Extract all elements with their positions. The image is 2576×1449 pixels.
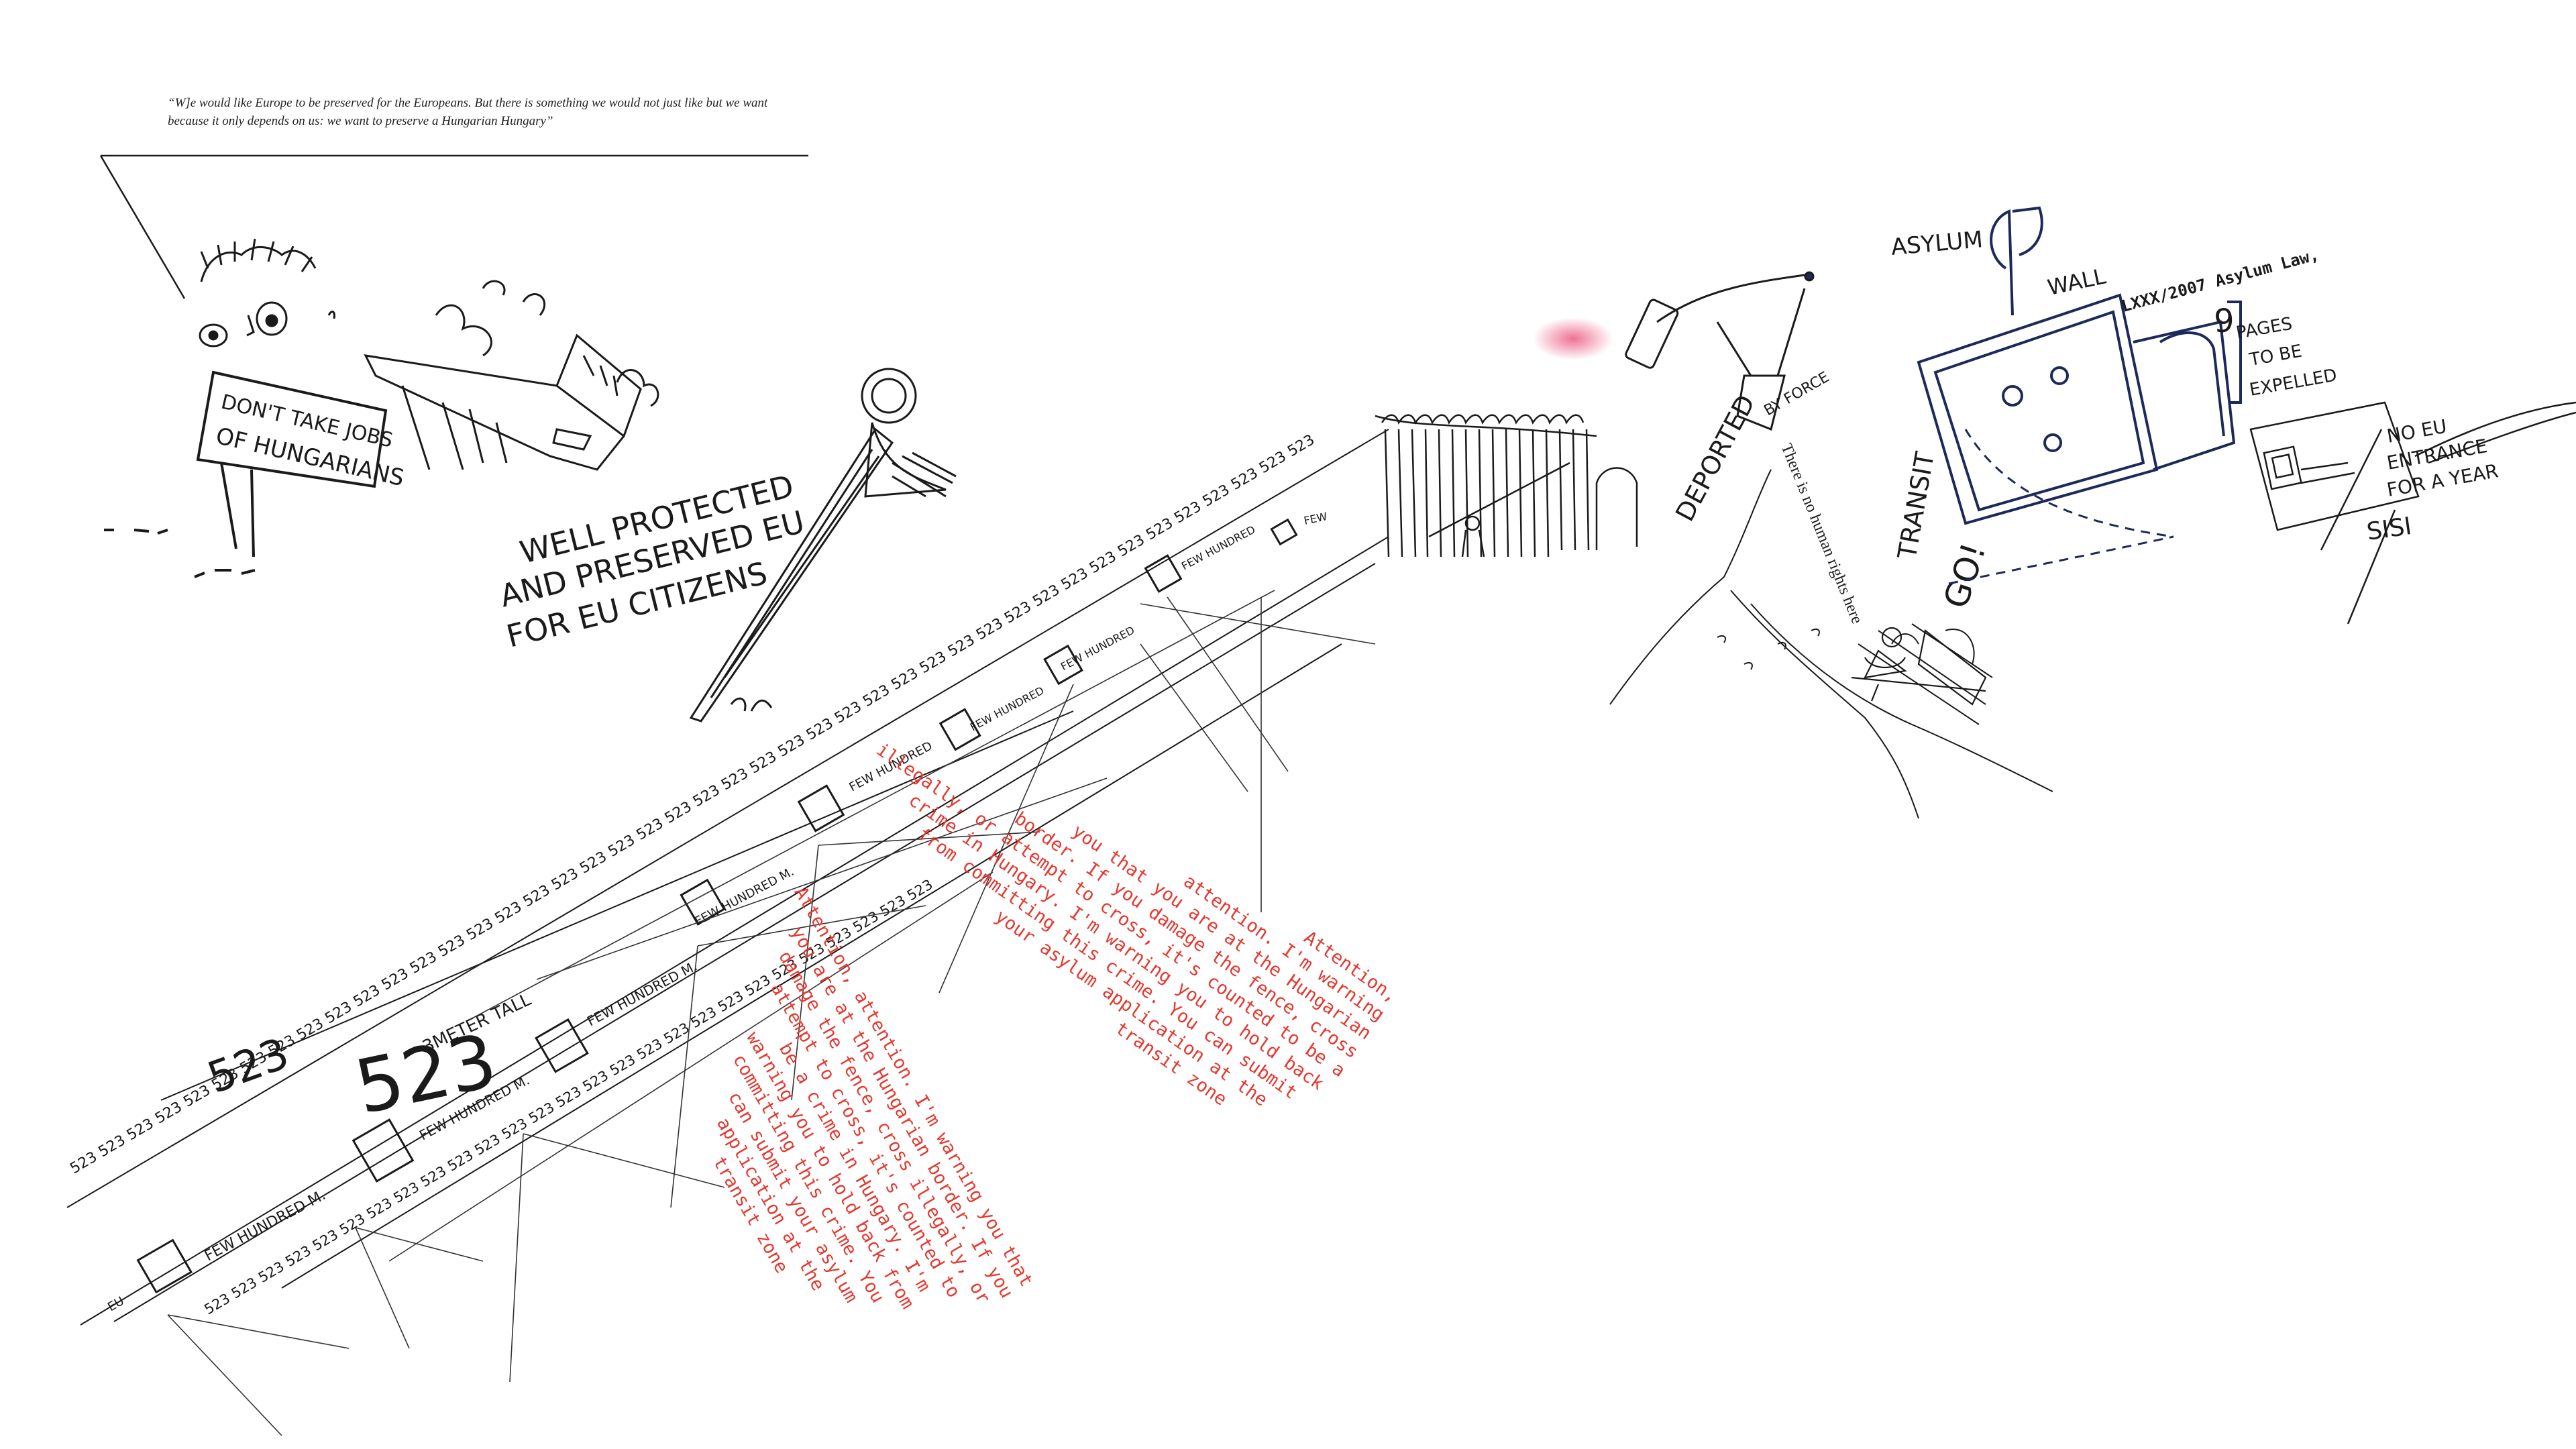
fence-posts [136, 518, 1298, 1294]
migrants-drawing [1851, 627, 1987, 706]
sisi-label: SISI [2365, 513, 2414, 546]
few-hundred-label-8: FEW HUNDRED [1179, 523, 1257, 573]
eu-label: EU [105, 1294, 127, 1314]
house-drawing [364, 280, 659, 471]
border-fence-drawing [1375, 414, 1638, 557]
number-big-mid: 523 [348, 1018, 504, 1131]
no-rights-label: There is no human rights here [1777, 441, 1866, 627]
few-label: FEW [1303, 510, 1328, 527]
warning-lower: Attention, attention. I'm warning you th… [708, 883, 1036, 1313]
tower-drawing [689, 368, 957, 722]
jobs-sign-drawing [104, 370, 388, 578]
pages-line1: PAGES [2235, 314, 2294, 343]
asylum-building-drawing [1917, 206, 2242, 525]
quote-pointer [99, 154, 808, 299]
transit-label: TRANSIT [1892, 449, 1940, 562]
deported-label: DEPORTED [1670, 390, 1761, 526]
wall-label: WALL [2045, 263, 2108, 300]
number-big-left: 523 [201, 1029, 295, 1104]
peeking-face-drawing [199, 238, 335, 347]
passport-drawing [2249, 401, 2576, 625]
fence-band [66, 429, 1389, 1326]
few-hundred-label-3: FEW HUNDRED M. [584, 958, 700, 1030]
svg-text:illegally, or attempt to cross: illegally, or attempt to cross, it's cou… [873, 739, 1349, 1081]
landscape-drawing [1609, 469, 2053, 819]
pages-number: 9 [2214, 303, 2235, 340]
lipstick-mark [1533, 317, 1613, 360]
asylum-label: ASYLUM [1890, 226, 1984, 261]
pages-line2: TO BE [2247, 341, 2304, 370]
dashed-path [1948, 429, 2174, 585]
scribble-lines [167, 590, 1376, 1436]
orban-quote: “W]e would like Europe to be preserved f… [168, 96, 768, 128]
few-hundred-label-6: FEW HUNDRED [968, 684, 1046, 734]
pages-line3: EXPELLED [2248, 365, 2339, 400]
phone-drawing [1625, 271, 1815, 431]
